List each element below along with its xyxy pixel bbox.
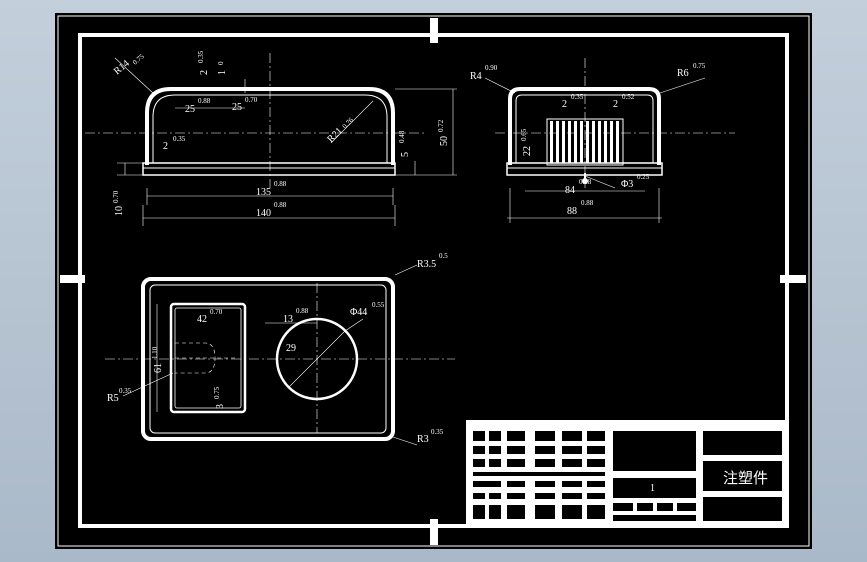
svg-text:0.52: 0.52 — [622, 93, 635, 101]
dim-r3: R3 — [417, 434, 429, 445]
svg-text:0.90: 0.90 — [485, 64, 498, 72]
dim-2b: 2 — [613, 99, 618, 110]
title-block: 注塑件 1 — [466, 420, 787, 526]
dim-phi3: Φ3 — [621, 179, 633, 190]
dim-1: 1 — [217, 70, 228, 75]
dim-84: 84 — [565, 185, 575, 196]
svg-text:0.76: 0.76 — [341, 116, 356, 131]
dim-2-top: 2 — [199, 70, 210, 75]
dim-10: 10 — [114, 206, 125, 216]
scale-value: 1 — [650, 483, 655, 494]
side-view — [484, 58, 735, 223]
svg-text:0.88: 0.88 — [274, 201, 287, 209]
dim-r6: R6 — [677, 68, 689, 79]
svg-text:0.75: 0.75 — [131, 52, 146, 66]
svg-text:0: 0 — [217, 61, 225, 65]
dim-r5: R5 — [107, 393, 119, 404]
heat-sink-fins — [546, 118, 624, 184]
front-view-dims: R14 0.75 2 0.35 1 0 25 0.88 25 0.70 R21 … — [112, 50, 450, 219]
svg-text:0.35: 0.35 — [431, 428, 444, 436]
dim-r14: R14 — [112, 58, 132, 77]
dim-22: 22 — [522, 146, 533, 156]
svg-text:0.70: 0.70 — [210, 308, 223, 316]
dim-42: 42 — [197, 314, 207, 325]
svg-text:0.75: 0.75 — [213, 386, 221, 399]
svg-text:0.88: 0.88 — [274, 180, 287, 188]
svg-text:0.35: 0.35 — [197, 50, 205, 63]
top-view-dims: R3.5 0.5 42 0.70 13 0.88 Φ44 0.55 29 61 … — [107, 252, 448, 445]
dim-25b: 25 — [232, 102, 242, 113]
dim-25: 25 — [185, 104, 195, 115]
svg-text:0.35: 0.35 — [119, 387, 132, 395]
svg-text:0.35: 0.35 — [173, 135, 186, 143]
svg-text:0.88: 0.88 — [581, 199, 594, 207]
svg-text:1.10: 1.10 — [151, 346, 159, 359]
svg-text:0.5: 0.5 — [439, 252, 448, 260]
svg-text:0.75: 0.75 — [693, 62, 706, 70]
drawing-sheet[interactable]: R14 0.75 2 0.35 1 0 25 0.88 25 0.70 R21 … — [55, 13, 812, 549]
svg-text:0.88: 0.88 — [296, 307, 309, 315]
front-view — [85, 53, 457, 226]
svg-text:0.35: 0.35 — [571, 93, 584, 101]
dim-135: 135 — [256, 187, 271, 198]
svg-text:0.65: 0.65 — [520, 128, 528, 141]
dim-phi44: Φ44 — [350, 307, 367, 318]
dim-3: 3 — [215, 404, 226, 409]
drawing-canvas: R14 0.75 2 0.35 1 0 25 0.88 25 0.70 R21 … — [57, 15, 810, 547]
dim-140: 140 — [256, 208, 271, 219]
dim-5: 5 — [400, 152, 411, 157]
dim-r4: R4 — [470, 71, 482, 82]
svg-text:0.48: 0.48 — [398, 130, 406, 143]
part-name: 注塑件 — [723, 469, 768, 487]
svg-text:0.88: 0.88 — [198, 97, 211, 105]
dim-r3-5: R3.5 — [417, 259, 436, 270]
top-view — [105, 264, 455, 446]
svg-text:0.70: 0.70 — [245, 96, 258, 104]
svg-text:0.70: 0.70 — [112, 190, 120, 203]
side-view-dims: R4 0.90 R6 0.75 2 0.35 2 0.52 22 0.65 84… — [470, 62, 706, 217]
svg-text:0.88: 0.88 — [579, 178, 592, 186]
svg-text:0.72: 0.72 — [437, 119, 445, 132]
svg-text:0.25: 0.25 — [637, 173, 650, 181]
center-marks — [60, 18, 806, 545]
dim-2-side: 2 — [163, 141, 168, 152]
dim-r21: R21 — [325, 126, 345, 146]
dim-61: 61 — [153, 363, 164, 373]
dim-2a: 2 — [562, 99, 567, 110]
svg-text:0.55: 0.55 — [372, 301, 385, 309]
dim-50: 50 — [439, 136, 450, 146]
dim-29: 29 — [286, 343, 296, 354]
dim-13: 13 — [283, 314, 293, 325]
dim-88: 88 — [567, 206, 577, 217]
